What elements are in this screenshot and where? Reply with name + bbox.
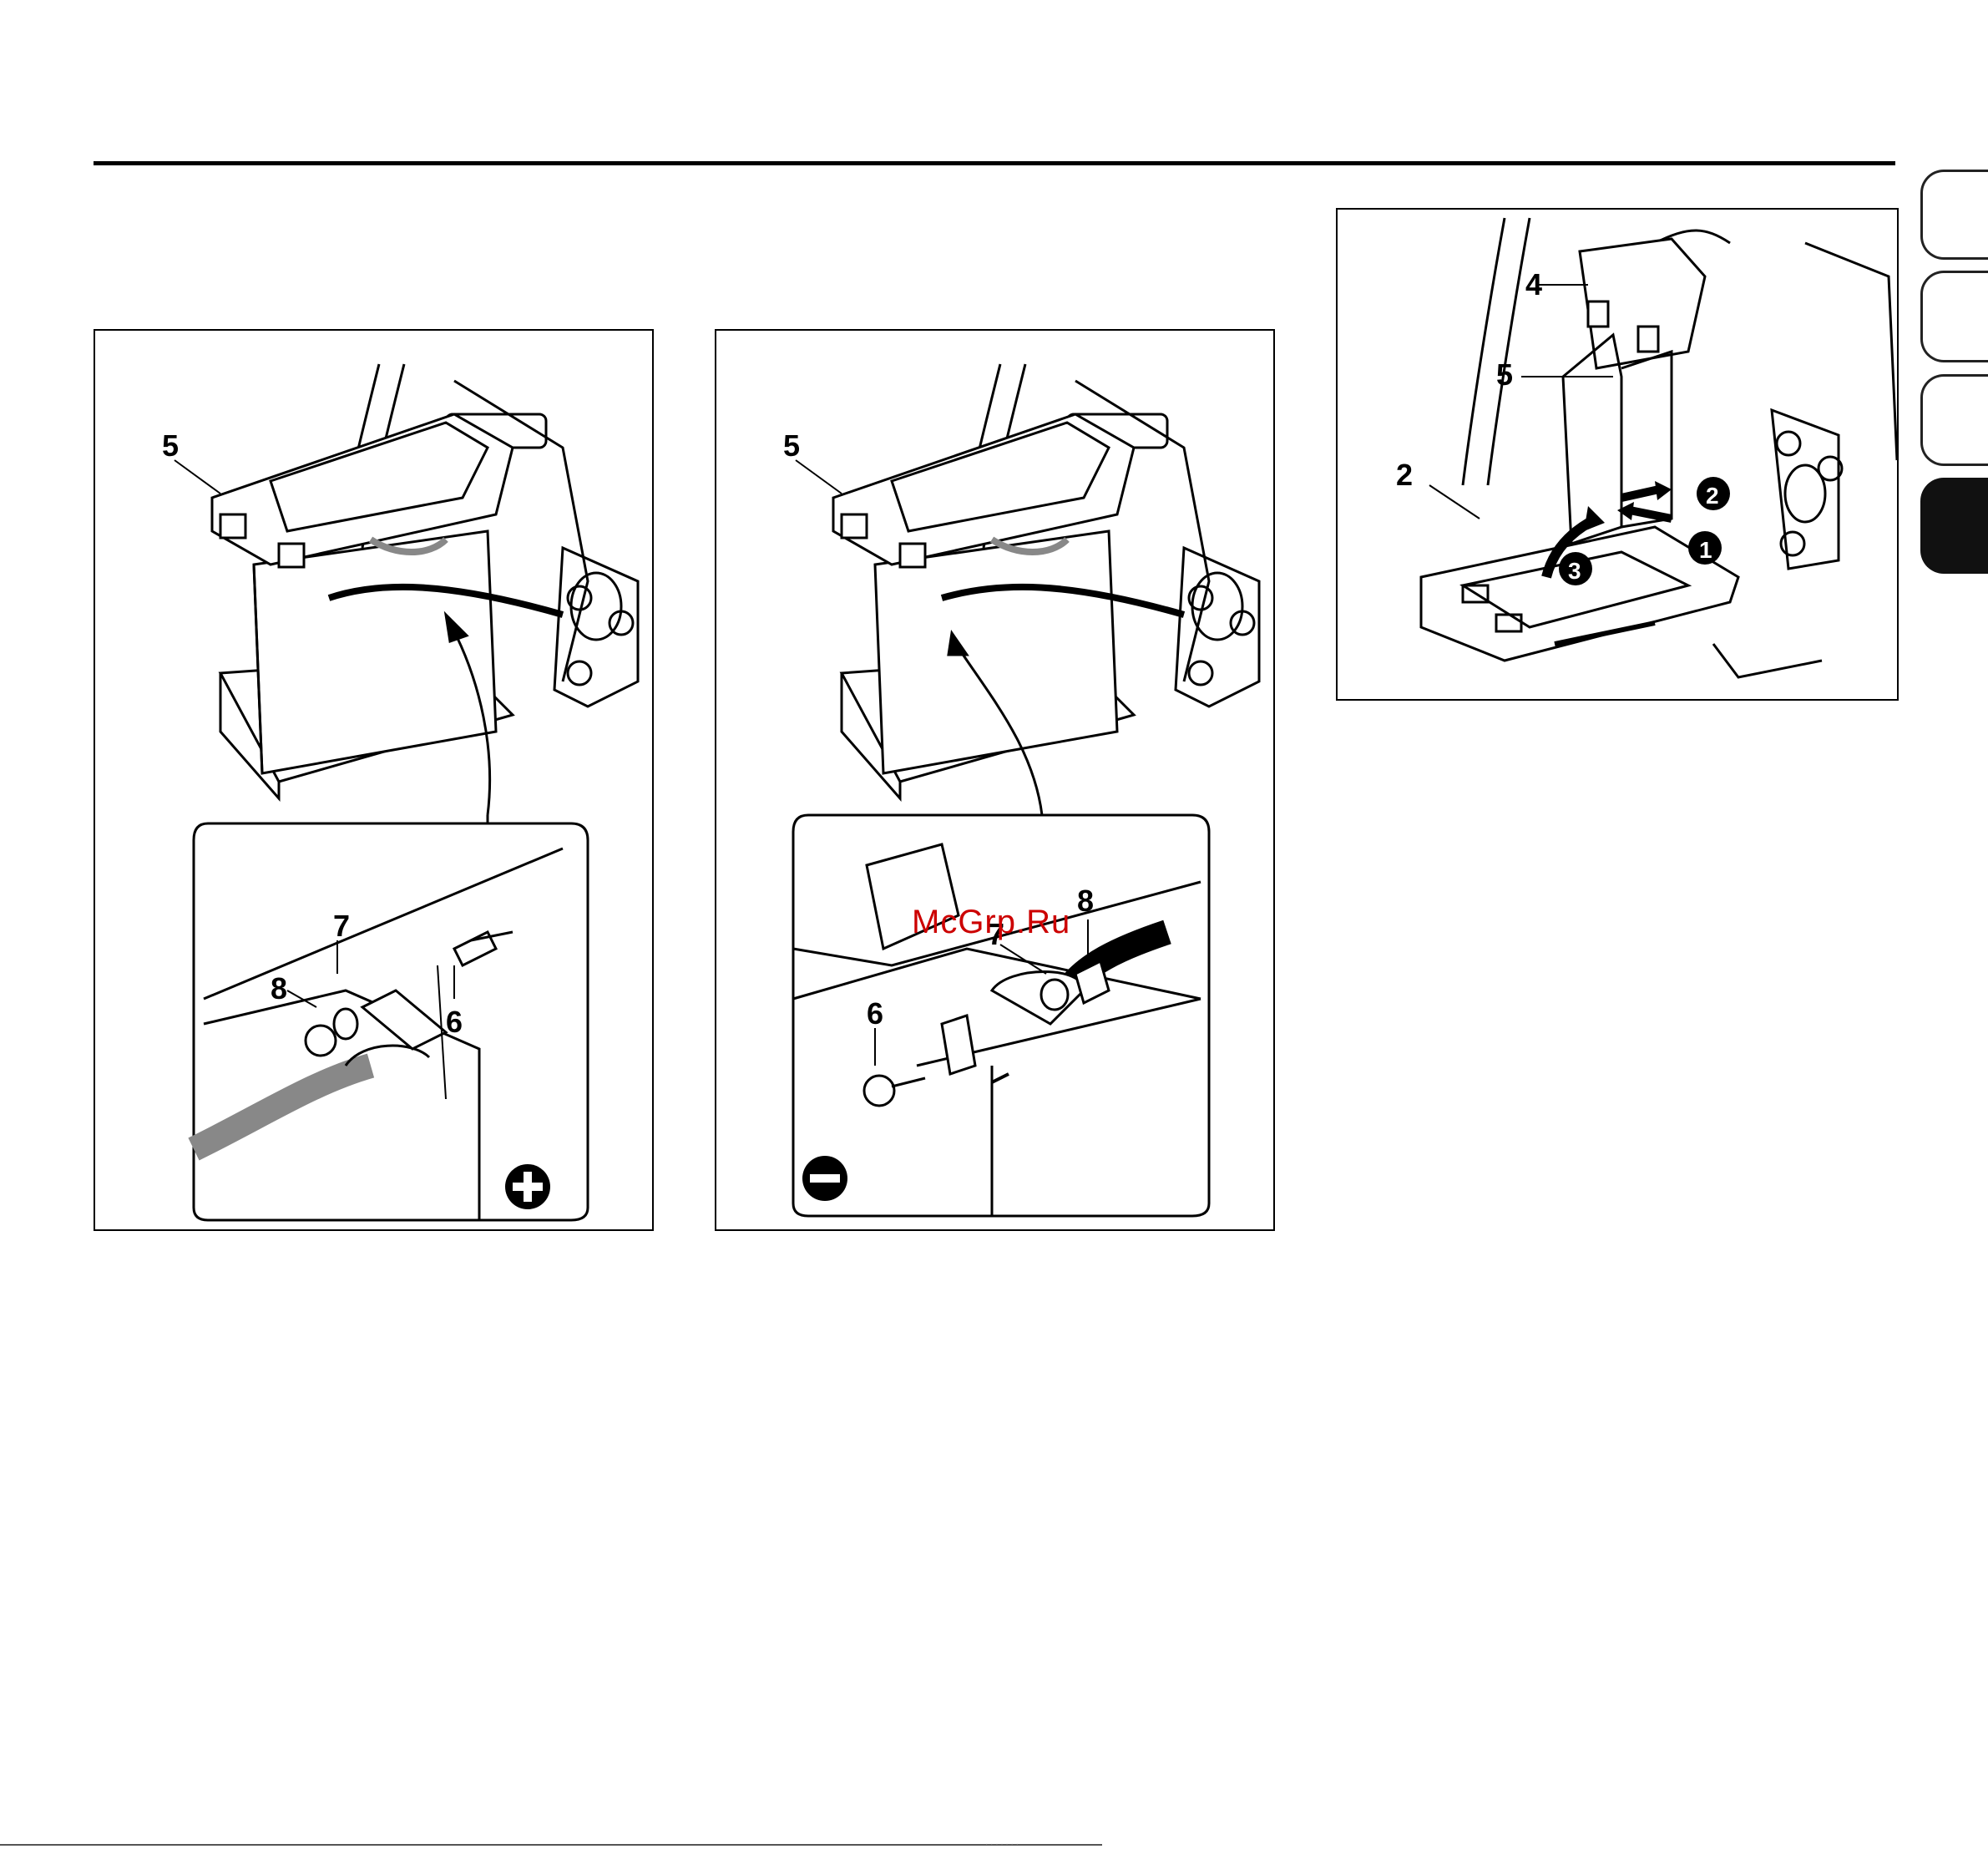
callout-6: 6: [867, 996, 883, 1031]
callout-4: 4: [1525, 267, 1542, 301]
watermark-text: McGrp.Ru: [912, 904, 1070, 941]
bottom-rule: [0, 1844, 1102, 1846]
svg-text:2: 2: [1706, 483, 1719, 509]
callout-8: 8: [271, 971, 287, 1006]
positive-terminal-illustration: 5 7 8 6: [95, 331, 654, 1231]
side-tab-2[interactable]: [1920, 271, 1988, 362]
callout-5: 5: [783, 428, 800, 463]
side-tab-3[interactable]: [1920, 374, 1988, 466]
callout-8: 8: [1077, 884, 1094, 918]
plus-circle-icon: [505, 1164, 550, 1209]
figure-negative-terminal: 5 8 7 6: [715, 329, 1275, 1231]
callout-2: 2: [1396, 458, 1413, 492]
figure-positive-terminal: 5 7 8 6: [94, 329, 654, 1231]
callout-7: 7: [333, 909, 350, 943]
side-tab-1[interactable]: [1920, 170, 1988, 260]
install-sequence-illustration: 1 2 3 4 5 2: [1338, 210, 1899, 701]
callout-6: 6: [446, 1005, 463, 1039]
footer-text: · · · · · · ·: [985, 1840, 1019, 1849]
minus-circle-icon: [802, 1156, 847, 1201]
svg-text:1: 1: [1699, 537, 1712, 563]
negative-terminal-illustration: 5 8 7 6: [716, 331, 1275, 1231]
header-rule: [94, 161, 1895, 165]
figure-install-sequence: 1 2 3 4 5 2: [1336, 208, 1899, 701]
side-tab-4-active[interactable]: [1920, 478, 1988, 574]
svg-text:3: 3: [1568, 558, 1581, 584]
callout-5: 5: [162, 428, 179, 463]
callout-5: 5: [1496, 357, 1513, 392]
